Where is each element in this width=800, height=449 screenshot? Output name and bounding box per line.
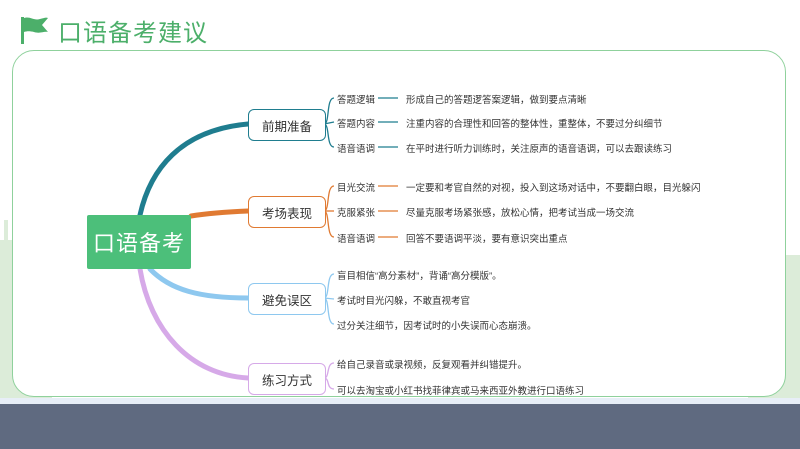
description-text: 尽量克服考场紧张感，放松心情，把考试当成一场交流 — [406, 208, 635, 219]
branch-node-exam-performance: 考场表现 — [248, 196, 326, 228]
branch-node-preparation: 前期准备 — [248, 109, 326, 141]
description-text: 过分关注细节，因考试时的小失误而心态崩溃。 — [337, 321, 537, 332]
sub-label: 目光交流 — [337, 183, 376, 194]
description-text: 形成自己的答题逻答案逻辑，做到要点清晰 — [406, 95, 587, 106]
sub-label: 语音语调 — [337, 234, 376, 245]
page-title: 口语备考建议 — [58, 19, 208, 47]
description-text: 一定要和考官自然的对视，投入到这场对话中，不要翻白眼，目光躲闪 — [406, 183, 701, 194]
title-bar: 口语备考建议 — [18, 12, 208, 48]
flag-icon — [21, 17, 48, 44]
bottom-band-highlight — [0, 398, 800, 406]
branch-node-practice-methods: 练习方式 — [248, 363, 326, 395]
sub-label: 答题内容 — [337, 119, 376, 130]
branch-node-avoid-mistakes: 避免误区 — [248, 283, 326, 315]
sub-label: 克服紧张 — [337, 208, 376, 219]
description-text: 考试时目光闪躲，不敢直视考官 — [337, 296, 471, 307]
sub-label: 语音语调 — [337, 144, 376, 155]
description-text: 给自己录音或录视频，反复观看并纠错提升。 — [337, 360, 528, 371]
description-text: 可以去淘宝或小红书找菲律宾或马来西亚外教进行口语练习 — [337, 386, 585, 397]
sub-label: 答题逻辑 — [337, 95, 376, 106]
description-text: 回答不要语调平淡，要有意识突出重点 — [406, 234, 568, 245]
bottom-band — [0, 404, 800, 449]
root-node: 口语备考 — [87, 215, 191, 269]
description-text: 盲目相信“高分素材”，背诵“高分模版”。 — [337, 271, 502, 282]
description-text: 注重内容的合理性和回答的整体性，重整体，不要过分纠细节 — [406, 119, 663, 130]
description-text: 在平时进行听力训练时，关注原声的语音语调，可以去跟读练习 — [406, 144, 673, 155]
